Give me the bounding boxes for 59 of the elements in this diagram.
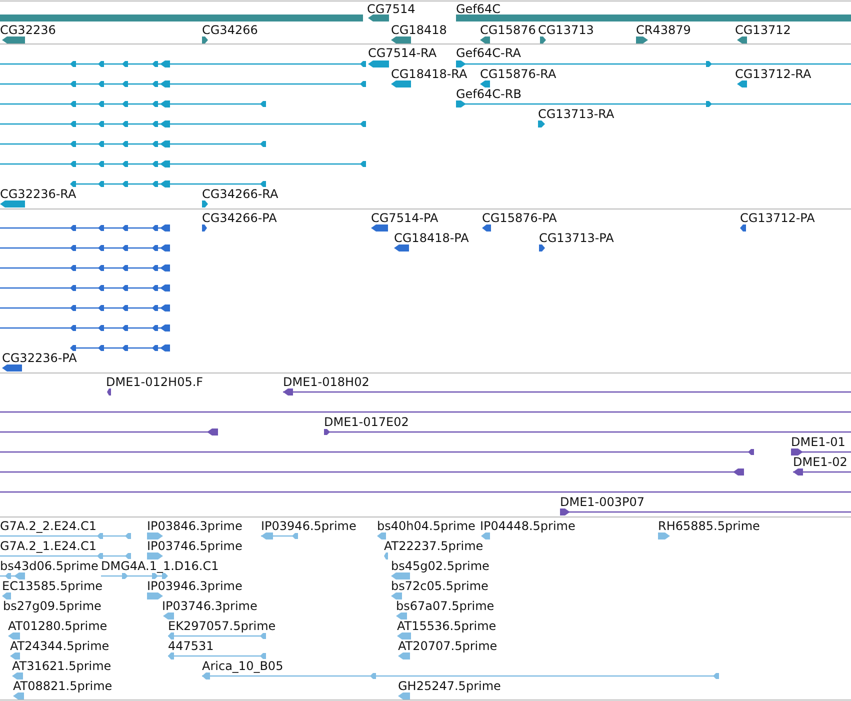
feature-label: DMG4A.1_1.D16.C1 [101,559,219,573]
feature-label: bs45g02.5prime [391,559,490,573]
feature-label: G7A.2_1.E24.C1 [0,539,97,553]
feature-label: CG18418 [391,23,447,37]
feature-label: CG13712-PA [740,211,815,225]
feature-label: CG13713 [538,23,594,37]
feature-label: CG13712-RA [735,67,812,81]
feature-label: CG34266-PA [202,211,277,225]
feature-label: bs40h04.5prime [377,519,476,533]
feature-label: CG15876-RA [480,67,556,81]
feature-label: DME1-003P07 [560,495,645,509]
feature-label: CG7514-PA [371,211,438,225]
feature-label: DME1-02 [793,455,848,469]
feature-label: bs43d06.5prime [0,559,98,573]
feature-label: IP03746.3prime [162,599,258,613]
feature-label: CG32236-RA [0,187,76,201]
feature-label: CG7514-RA [368,46,437,60]
feature-label: Gef64C-RB [456,87,522,101]
feature-label: Gef64C-RA [456,46,521,60]
feature-label: AT24344.5prime [10,639,110,653]
feature-label: Arica_10_B05 [202,659,284,673]
feature-label: DME1-012H05.F [106,375,204,389]
feature-label: GH25247.5prime [398,679,501,693]
feature-label: CG15876-PA [482,211,557,225]
feature-label: bs72c05.5prime [391,579,488,593]
feature-label: AT01280.5prime [8,619,108,633]
feature-label: CG32236 [0,23,56,37]
feature-label: CR43879 [636,23,691,37]
feature-label: IP03746.5prime [147,539,242,553]
feature-label: CG34266-RA [202,187,278,201]
feature-label: DME1-01 [791,435,846,449]
feature-label: CG32236-PA [2,351,77,365]
feature-label: DME1-017E02 [324,415,409,429]
feature-label: RH65885.5prime [658,519,760,533]
feature-label: AT20707.5prime [398,639,498,653]
feature-label: CG18418-RA [391,67,468,81]
feature-label: CG18418-PA [394,231,469,245]
feature-label: CG15876 [480,23,536,37]
feature-label: IP03946.3prime [147,579,242,593]
feature-label: EK297057.5prime [168,619,276,633]
feature-label: AT08821.5prime [13,679,112,693]
feature-label: AT22237.5prime [384,539,484,553]
feature-label: IP04448.5prime [480,519,576,533]
feature-label: 447531 [168,639,214,653]
feature-label: DME1-018H02 [283,375,370,389]
feature-label: CG13712 [735,23,791,37]
feature-label: bs67a07.5prime [396,599,494,613]
feature-label: CG7514 [367,2,416,16]
feature-label: CG34266 [202,23,258,37]
feature-label: CG13713-PA [539,231,614,245]
feature-label: CG13713-RA [538,107,614,121]
feature-label: IP03846.3prime [147,519,242,533]
feature-label: AT15536.5prime [397,619,496,633]
feature-label: IP03946.5prime [261,519,356,533]
feature-label: G7A.2_2.E24.C1 [0,519,97,533]
feature-label: bs27g09.5prime [3,599,102,613]
feature-label: Gef64C [456,2,501,16]
feature-label: AT31621.5prime [12,659,112,673]
feature-label: EC13585.5prime [2,579,103,593]
